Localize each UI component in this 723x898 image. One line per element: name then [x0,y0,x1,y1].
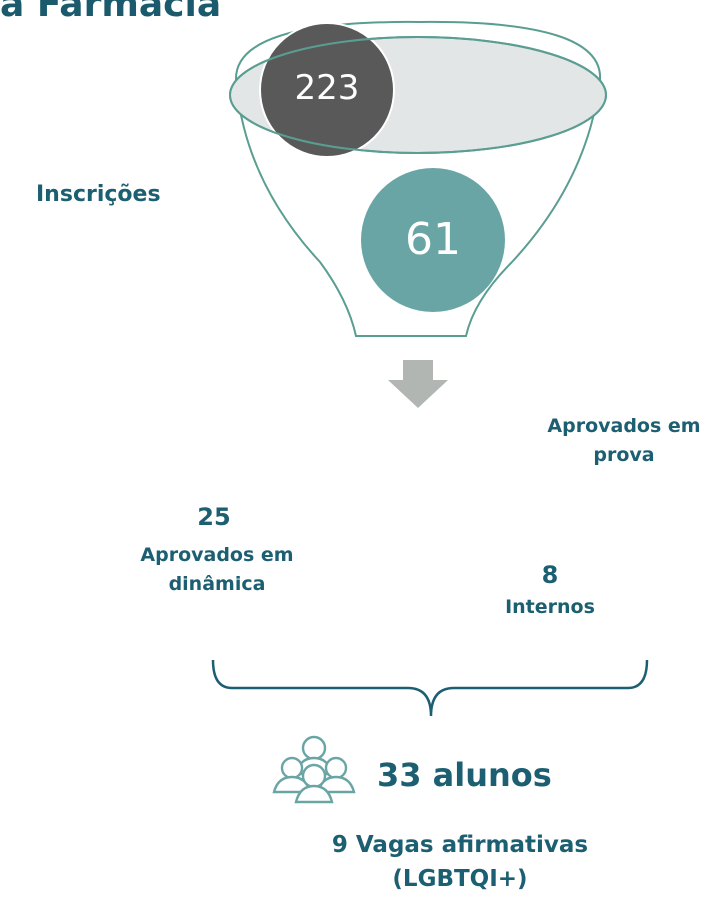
funnel-top-ellipse-outline [229,36,607,154]
group-bracket [211,659,649,717]
mid-count-circle [361,168,505,312]
group-internos-label: Internos [505,596,595,618]
aprovados-prova-label: Aprovados em prova [547,415,701,466]
group-internos-count: 8 [541,561,559,589]
inscricoes-label: Inscrições [36,182,161,207]
page-title: a Farmácia [0,0,222,25]
group-dinamica-label: Aprovados em dinâmica [140,544,294,595]
affirmative-note: 9 Vagas afirmativas (LGBTQI+) [331,832,589,892]
top-count-circle [259,22,395,158]
total-students: 33 alunos [377,756,552,794]
people-group-icon [272,735,356,804]
top-count: 223 [294,68,360,108]
down-arrow [388,360,448,408]
group-dinamica-count: 25 [197,503,231,531]
mid-count: 61 [405,214,461,265]
